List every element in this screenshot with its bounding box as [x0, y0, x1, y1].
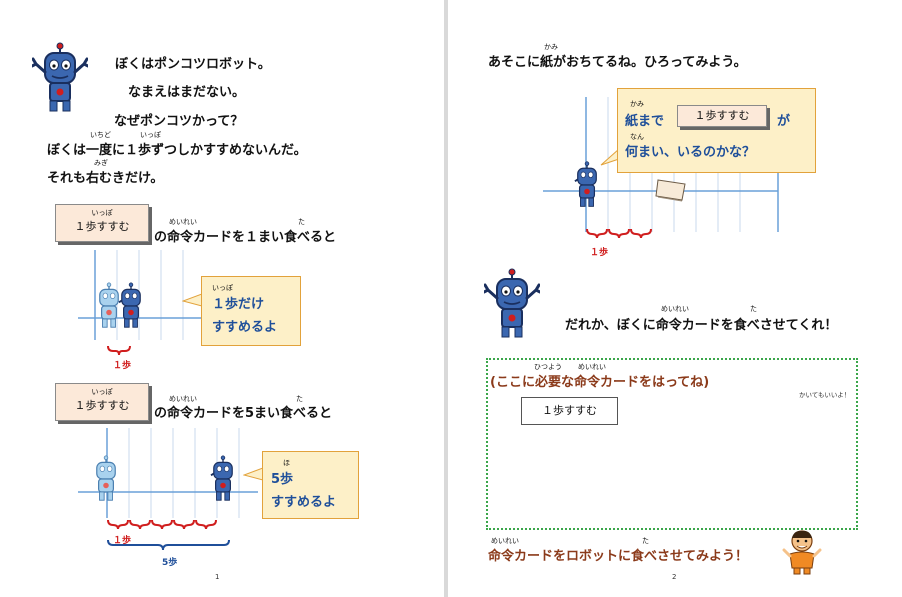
card-ruby: いっぽ — [91, 388, 113, 396]
step-label-1: １歩 — [113, 361, 132, 371]
page-2: かみ あそこに紙がおちてるね。ひろってみよう。 １歩 かみ 紙まで １歩すすむ … — [448, 0, 902, 597]
intro-line-5: それも右むきだけ。 — [47, 171, 164, 186]
robot-icon — [574, 160, 600, 210]
example2-caption: の命令カードを5まい食べると — [154, 406, 333, 421]
bubble-tail — [243, 467, 263, 481]
command-card-2: いっぽ １歩すすむ — [55, 383, 149, 421]
ruby-ippo: いっぽ — [140, 131, 161, 139]
paper-icon — [655, 179, 686, 202]
bubble-line-2: すすめるよ — [271, 495, 337, 510]
card-label: １歩すすむ — [74, 220, 130, 233]
bubble-line-1: 5歩 — [271, 472, 294, 487]
step-label-3: １歩 — [590, 248, 609, 258]
command-card-4[interactable]: １歩すすむ — [521, 397, 618, 425]
speech-bubble-3 — [617, 88, 816, 173]
card-drop-area[interactable] — [486, 358, 858, 530]
intro-line-4: ぼくは一度に１歩ずつしかすすめないんだ。 — [47, 143, 307, 158]
ruby-ichido: いちど — [90, 131, 111, 139]
ruby-meirei: めいれい — [578, 363, 606, 371]
command-card-1: いっぽ １歩すすむ — [55, 204, 149, 242]
robot-character-icon — [484, 268, 540, 340]
bottom-instruction: 命令カードをロボットに食べさせてみよう！ — [488, 549, 749, 564]
ruby-ta: た — [642, 537, 649, 545]
robot-icon — [210, 455, 236, 503]
robot-icon — [118, 282, 144, 330]
bubble-tail — [182, 293, 202, 307]
request-text: だれか、ぼくに命令カードを食べさせてくれ！ — [565, 318, 838, 333]
intro-line-1: ぼくはポンコツロボット。 — [115, 57, 271, 72]
card-ruby: いっぽ — [91, 209, 113, 217]
card-label: １歩すすむ — [74, 399, 130, 412]
page-number: 2 — [672, 573, 677, 581]
robot-ghost-icon — [93, 455, 119, 503]
bubble-text-1b: が — [777, 114, 791, 129]
ruby-nan: なん — [630, 133, 644, 141]
example1-caption: の命令カードを１まい食べると — [154, 230, 337, 245]
ruby-ta: た — [296, 395, 303, 403]
bubble-ruby: いっぽ — [212, 284, 233, 292]
bubble-text-1a: 紙まで — [625, 114, 665, 129]
drop-area-label: (ここに必要な命令カードをはってね) — [490, 375, 710, 390]
kid-character-icon — [782, 530, 822, 575]
total-steps-label: 5歩 — [162, 558, 178, 568]
bubble-line-2: すすめるよ — [212, 320, 278, 335]
ruby-meirei: めいれい — [169, 395, 197, 403]
command-card-3: １歩すすむ — [677, 105, 767, 127]
intro-line-2: なまえはまだない。 — [128, 85, 246, 100]
ruby-meirei: めいれい — [491, 537, 519, 545]
intro-line-3: なぜポンコツかって？ — [114, 114, 244, 129]
ruby-meirei: めいれい — [661, 305, 689, 313]
speech-bubble-1: いっぽ １歩だけ すすめるよ — [201, 276, 301, 346]
bubble-text-2: 何まい、いるのかな？ — [625, 145, 756, 160]
top-instruction: あそこに紙がおちてるね。ひろってみよう。 — [488, 55, 747, 70]
bubble-tail — [600, 148, 620, 166]
drop-area-note: かいてもいいよ！ — [799, 391, 851, 399]
robot-character-icon — [32, 42, 88, 114]
step-label-2: １歩 — [113, 536, 132, 546]
ruby-hitsuyou: ひつよう — [534, 363, 562, 371]
ruby-ta: た — [298, 218, 305, 226]
ruby-kami: かみ — [544, 43, 558, 51]
page-gutter — [444, 0, 448, 597]
bubble-line-1: １歩だけ — [212, 297, 265, 312]
ruby-migi: みぎ — [94, 159, 108, 167]
speech-bubble-2: ほ 5歩 すすめるよ — [262, 451, 359, 519]
ruby-ta: た — [750, 305, 757, 313]
ruby-meirei: めいれい — [169, 218, 197, 226]
page-1: ぼくはポンコツロボット。 なまえはまだない。 なぜポンコツかって？ いちど いっ… — [0, 0, 444, 597]
bubble-ruby: ほ — [283, 459, 290, 467]
page-number: 1 — [215, 573, 220, 581]
ruby-kami: かみ — [630, 100, 644, 108]
